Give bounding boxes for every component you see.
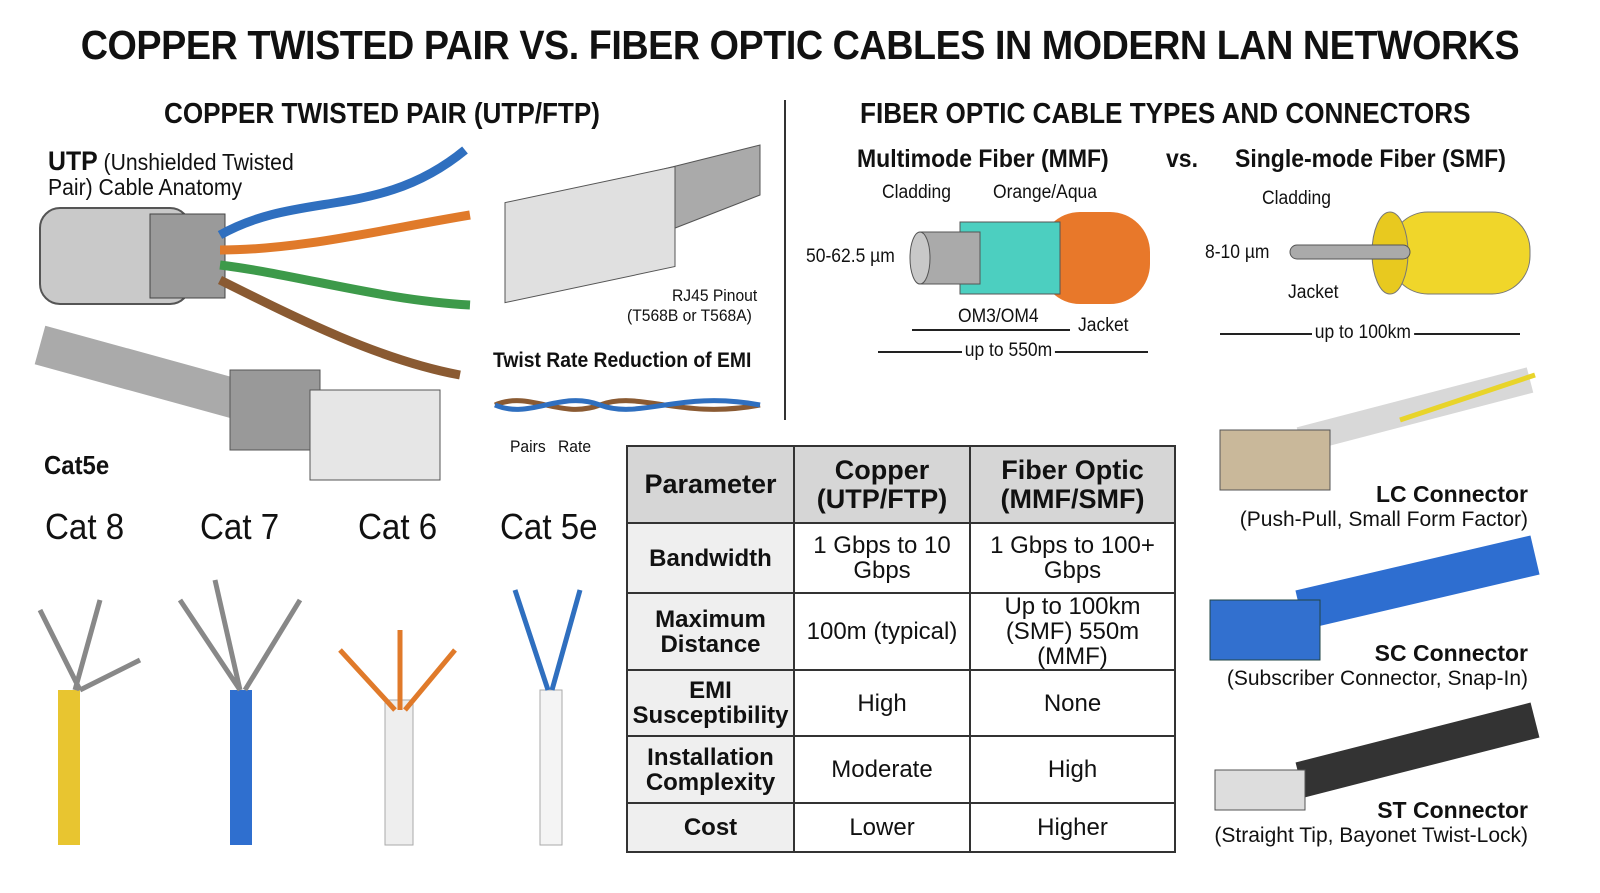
category-cat8: Cat 8: [45, 506, 125, 547]
connector-illustrations: [1209, 367, 1540, 811]
smf-cladding-label: Cladding: [1262, 188, 1331, 209]
cat5e-label: Cat5e: [44, 450, 110, 480]
lc-connector-desc: (Push-Pull, Small Form Factor): [1239, 508, 1528, 531]
lc-connector-name: LC Connector: [1375, 481, 1528, 507]
row-parameter: Installation Complexity: [626, 735, 795, 804]
row-copper: Moderate: [793, 735, 971, 804]
rate-label: Rate: [558, 437, 592, 456]
header-copper: Copper (UTP/FTP): [793, 445, 971, 524]
smf-distance-label: up to 100km: [1312, 322, 1414, 344]
cat5e-cable-illustration: [34, 325, 441, 481]
mmf-core-label: 50-62.5 µm: [806, 246, 895, 267]
header-parameter: Parameter: [626, 445, 795, 524]
sc-connector-desc: (Subscriber Connector, Snap-In): [1226, 667, 1528, 690]
smf-jacket-label: Jacket: [1288, 282, 1339, 303]
mmf-heading: Multimode Fiber (MMF): [857, 145, 1109, 173]
row-fiber: High: [969, 735, 1176, 804]
smf-core-label: 8-10 µm: [1205, 242, 1270, 263]
mmf-jacket-label: Jacket: [1078, 315, 1129, 336]
utp-cable-illustration: [39, 146, 471, 380]
row-parameter: EMI Susceptibility: [626, 669, 795, 737]
mmf-cladding-label: Cladding: [882, 182, 951, 203]
mmf-distance-label: up to 550m: [962, 340, 1055, 362]
row-copper: Lower: [793, 802, 971, 853]
rj45-pinout-label: RJ45 Pinout: [672, 286, 758, 305]
category-cat7: Cat 7: [200, 506, 280, 547]
mmf-illustration: [878, 212, 1150, 353]
page-title: COPPER TWISTED PAIR VS. FIBER OPTIC CABL…: [80, 22, 1520, 68]
twist-rate-title: Twist Rate Reduction of EMI: [493, 349, 752, 372]
vs-label: vs.: [1166, 145, 1198, 173]
header-fiber: Fiber Optic (MMF/SMF): [969, 445, 1176, 524]
twist-illustration: [494, 398, 761, 412]
row-parameter: Maximum Distance: [626, 592, 795, 671]
row-fiber: Up to 100km (SMF) 550m (MMF): [969, 592, 1176, 671]
row-copper: 1 Gbps to 10 Gbps: [793, 522, 971, 594]
row-parameter: Bandwidth: [626, 522, 795, 594]
table-header-row: Parameter Copper (UTP/FTP) Fiber Optic (…: [626, 445, 1176, 524]
smf-illustration: [1220, 211, 1531, 335]
row-copper: 100m (typical): [793, 592, 971, 671]
smf-heading: Single-mode Fiber (SMF): [1235, 145, 1506, 173]
st-connector-desc: (Straight Tip, Bayonet Twist-Lock): [1214, 824, 1528, 847]
utp-bold: UTP: [48, 146, 98, 176]
st-connector-name: ST Connector: [1377, 797, 1528, 823]
mmf-color-label: Orange/Aqua: [993, 182, 1097, 203]
category-cables: [37, 579, 583, 846]
utp-desc-2: Pair) Cable Anatomy: [48, 174, 243, 200]
row-fiber: Higher: [969, 802, 1176, 853]
mmf-grade-label: OM3/OM4: [958, 306, 1039, 327]
copper-heading: COPPER TWISTED PAIR (UTP/FTP): [164, 98, 600, 130]
fiber-heading: FIBER OPTIC CABLE TYPES AND CONNECTORS: [860, 98, 1471, 130]
row-fiber: None: [969, 669, 1176, 737]
row-copper: High: [793, 669, 971, 737]
row-parameter: Cost: [626, 802, 795, 853]
comparison-table: Parameter Copper (UTP/FTP) Fiber Optic (…: [626, 445, 1176, 853]
rj45-illustration: [504, 144, 761, 304]
sc-connector-name: SC Connector: [1374, 640, 1528, 666]
category-cat5e: Cat 5e: [500, 506, 598, 547]
utp-label: UTP (Unshielded Twisted: [48, 146, 294, 177]
category-cat6: Cat 6: [358, 506, 438, 547]
row-fiber: 1 Gbps to 100+ Gbps: [969, 522, 1176, 594]
pairs-label: Pairs: [510, 437, 546, 456]
rj45-standard-label: (T568B or T568A): [627, 306, 752, 325]
utp-desc: (Unshielded Twisted: [103, 149, 294, 175]
